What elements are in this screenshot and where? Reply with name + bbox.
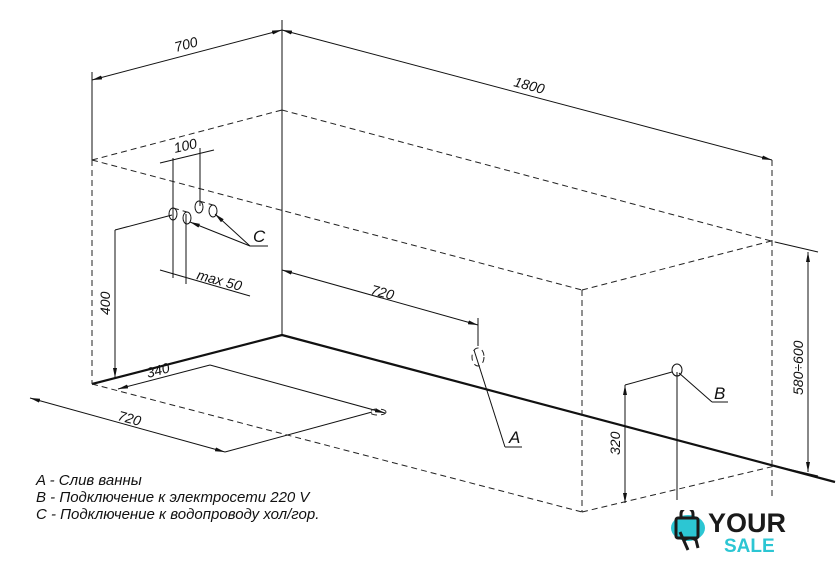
dim-100: 100 (172, 135, 199, 156)
socket-icon (671, 363, 683, 377)
dim-1800: 1800 (512, 73, 546, 97)
dim-max50: max 50 (195, 266, 244, 293)
dim-400: 400 (97, 291, 113, 315)
legend: A - Слив ванны B - Подключение к электро… (36, 472, 319, 523)
dim-340: 340 (145, 359, 172, 381)
label-c: C (253, 227, 266, 246)
dim-720-top: 720 (369, 281, 396, 303)
dim-700: 700 (173, 33, 200, 55)
yoursale-logo: YOUR SALE (670, 508, 810, 563)
connection-points (168, 200, 728, 448)
logo-text-your: YOUR (708, 508, 787, 538)
water-pipe-icon (194, 200, 204, 214)
legend-item-c: C - Подключение к водопроводу хол/гор. (36, 506, 320, 523)
label-a: A (508, 428, 520, 447)
dimension-lines (29, 29, 819, 503)
legend-item-b: B - Подключение к электросети 220 V (36, 489, 310, 506)
shopping-bag-hand-icon (671, 510, 705, 551)
bathtub-outline-dashed (91, 109, 776, 513)
label-b: B (714, 384, 725, 403)
dim-720-bottom: 720 (116, 407, 143, 429)
legend-item-a: A - Слив ванны (36, 472, 142, 489)
logo-text-sale: SALE (724, 536, 775, 557)
drain-icon (471, 347, 485, 367)
dim-320: 320 (607, 431, 623, 455)
dim-580-600: 580÷600 (790, 340, 806, 395)
floor-drain-icon (369, 408, 387, 416)
